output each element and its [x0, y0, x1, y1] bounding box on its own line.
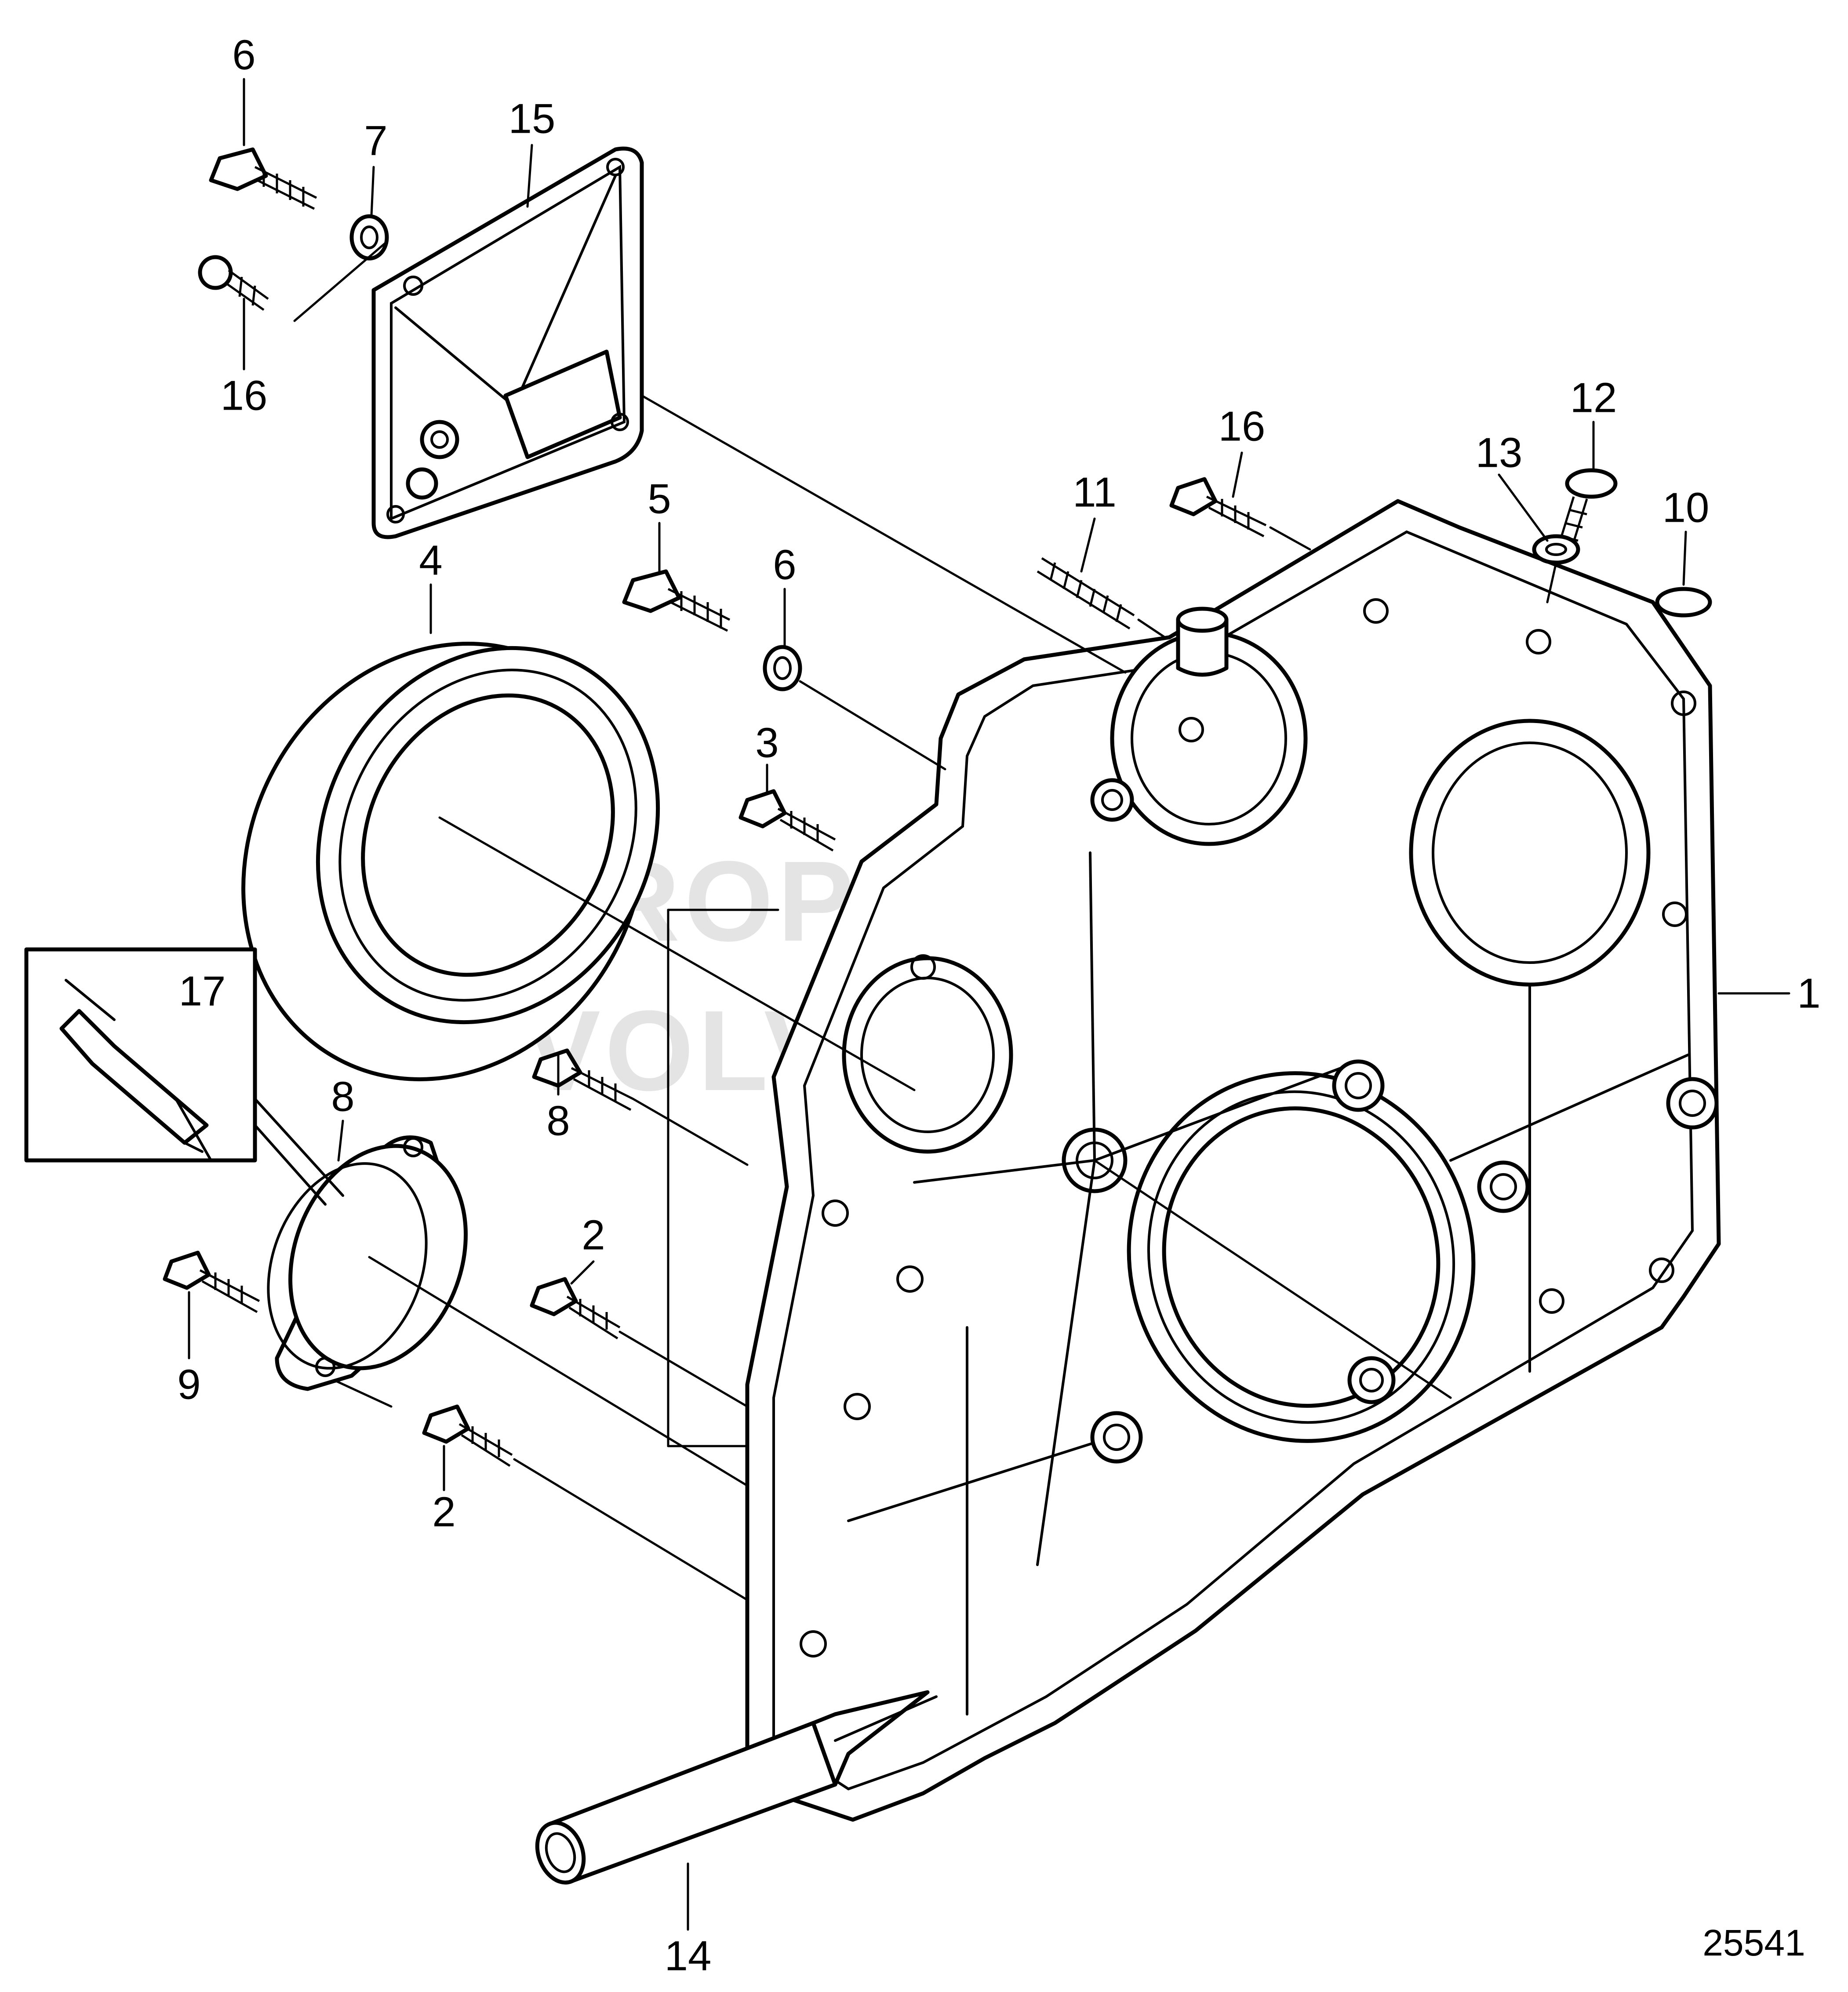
callout-9: 10: [1662, 484, 1710, 531]
callout-5-middle: 5: [648, 476, 671, 523]
callout-13: 14: [665, 1933, 712, 1980]
screws: [163, 147, 1712, 1467]
callout-2-upper: 2: [582, 1212, 605, 1259]
leader-lines: [293, 240, 1557, 1601]
callouts: 6 7 15 16 4 5 6 3 8 2 2 9 8 17 14 11 16 …: [177, 32, 1820, 1980]
plug-9: [1655, 587, 1712, 618]
callout-1: 1: [1797, 970, 1820, 1017]
reference-number: 25541: [1702, 1922, 1805, 1963]
flange-screw-5-top: [209, 147, 317, 210]
callout-leaders: [188, 78, 1790, 1931]
callout-5-top: 6: [232, 32, 255, 79]
callout-10: 11: [1073, 469, 1117, 516]
flange-screw-11: [1555, 468, 1618, 556]
callout-2-lower: 2: [432, 1489, 455, 1536]
callout-6-middle: 6: [773, 542, 796, 589]
callout-17: 17: [179, 968, 226, 1015]
callout-16: 16: [1219, 403, 1266, 450]
sealant-tube: [535, 1690, 938, 1885]
callout-7: 8: [331, 1073, 354, 1120]
washer-6-top: [349, 214, 389, 261]
flange-screw-8-lower: [163, 1250, 260, 1313]
callout-12: 13: [1476, 429, 1523, 476]
callout-6-top: 7: [364, 117, 387, 164]
cover-plate: [371, 146, 644, 539]
flange-screw-2-upper: [530, 1277, 621, 1340]
syringe-icon: [59, 979, 212, 1162]
callout-11: 12: [1570, 374, 1617, 422]
callout-14: 15: [509, 95, 556, 142]
cover: [267, 1135, 468, 1391]
callout-8-lower: 9: [177, 1361, 200, 1408]
stud-10: [1037, 557, 1135, 630]
washer-6-middle: [763, 645, 802, 691]
flange-screw-5-middle: [622, 569, 731, 632]
screw-15: [198, 255, 269, 311]
callout-15: 16: [221, 372, 268, 419]
callout-4: 4: [419, 537, 442, 584]
flange-screw-2-lower: [422, 1404, 513, 1467]
seal-washer-12: [1532, 534, 1580, 565]
flange-screw-3: [738, 789, 836, 852]
seal-ring: [241, 642, 660, 1081]
callout-3: 3: [755, 720, 778, 767]
flange-screw-16: [1169, 477, 1267, 538]
timing-gear-housing: [745, 499, 1721, 1822]
callout-8-middle: 8: [546, 1098, 570, 1145]
sealant-syringe-inset: [24, 947, 344, 1206]
